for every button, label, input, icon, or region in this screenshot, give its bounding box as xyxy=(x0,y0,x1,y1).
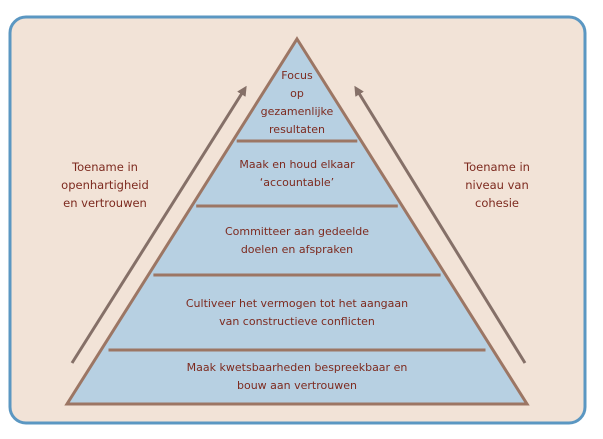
pyramid-level-2-text: Cultiveer het vermogen tot het aangaan v… xyxy=(185,297,409,328)
pyramid-shape xyxy=(64,36,530,406)
left-side-label: Toename in openhartigheid en vertrouwen xyxy=(61,160,149,210)
left-arrow xyxy=(70,85,247,364)
right-side-label: Toename in niveau van cohesie xyxy=(464,160,530,210)
pyramid-level-4-text: Maak en houd elkaar ‘accountable’ xyxy=(239,158,355,189)
pyramid-level-3-text: Committeer aan gedeelde doelen en afspra… xyxy=(224,225,370,256)
pyramid-level-5-text: Focus op gezamenlijke resultaten xyxy=(260,69,334,136)
pyramid-level-1-text: Maak kwetsbaarheden bespreekbaar en bouw… xyxy=(186,361,408,392)
right-arrow xyxy=(354,85,527,364)
